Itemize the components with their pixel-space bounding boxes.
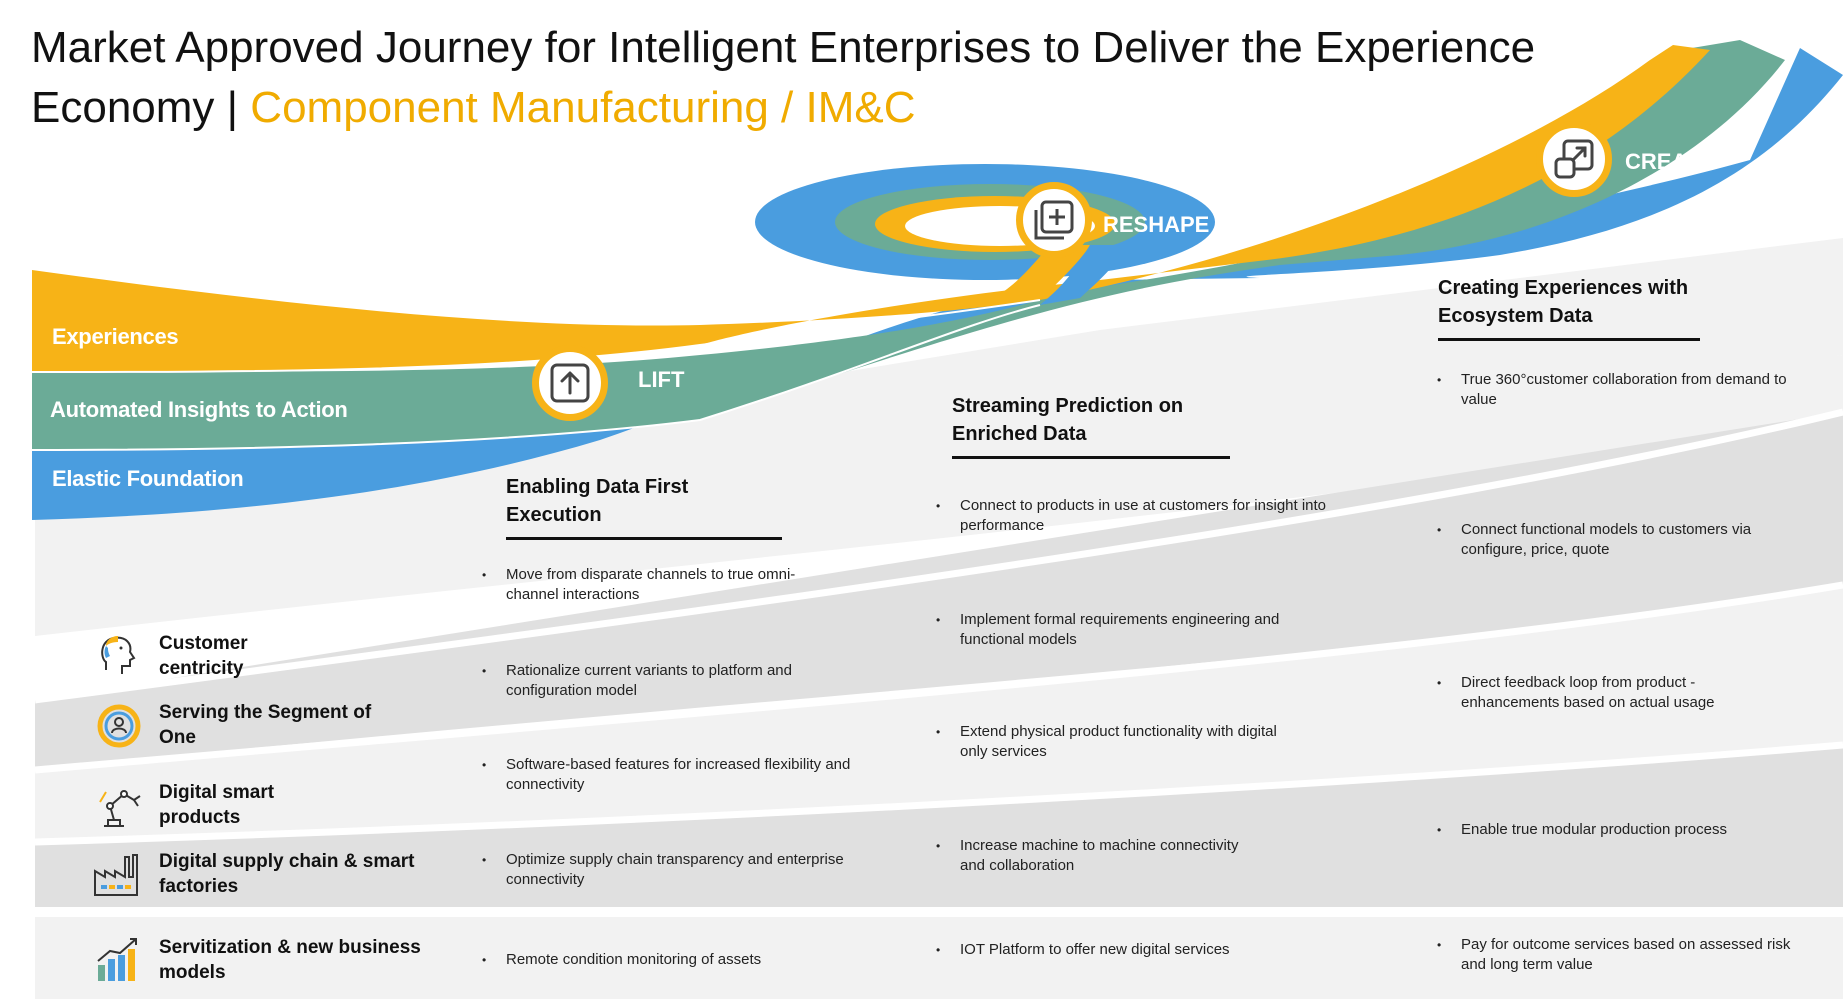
bar-chart-growth-icon (94, 935, 144, 985)
factory-icon (93, 849, 143, 899)
person-circle-icon (96, 703, 146, 753)
head-profile-icon (94, 630, 144, 680)
category-customer-centricity: Customer centricity (159, 633, 248, 679)
phase-heading-lift: Enabling Data First Execution (506, 473, 782, 540)
category-digital-supply-chain: Digital supply chain & smart factories (159, 851, 415, 897)
phase-heading-create: Creating Experiences with Ecosystem Data (1438, 274, 1700, 341)
arrow-up-box-icon (550, 363, 590, 403)
create-stage-icon (1536, 121, 1612, 197)
bullet-lift-2: Rationalize current variants to platform… (478, 661, 826, 701)
elastic-foundation-ribbon (32, 48, 1843, 520)
bullet-create-1: True 360°customer collaboration from dem… (1433, 370, 1791, 410)
page-title: Market Approved Journey for Intelligent … (31, 23, 1536, 132)
category-digital-smart-products: Digital smart products (159, 782, 275, 828)
bullet-reshape-4: Increase machine to machine connectivity… (932, 836, 1260, 876)
page-title-highlight: Component Manufacturing / IM&C (250, 83, 916, 132)
bullet-reshape-3: Extend physical product functionality wi… (932, 722, 1300, 762)
reshape-stage-icon (1016, 182, 1092, 258)
bullet-lift-1: Move from disparate channels to true omn… (478, 565, 846, 605)
experiences-ribbon (32, 45, 1710, 372)
bullet-reshape-1: Connect to products in use at customers … (932, 496, 1380, 536)
reshape-stage-label: RESHAPE (1103, 212, 1210, 237)
bullet-create-5: Pay for outcome services based on assess… (1433, 935, 1801, 975)
expand-arrow-icon (1554, 139, 1594, 179)
bullet-create-2: Connect functional models to customers v… (1433, 520, 1801, 560)
plus-copy-icon (1034, 200, 1074, 240)
layer-label-elastic-foundation: Elastic Foundation (52, 466, 244, 491)
category-servitization: Servitization & new business models (159, 937, 421, 983)
automated-insights-ribbon (32, 40, 1785, 450)
category-segment-of-one: Serving the Segment of One (159, 702, 372, 748)
create-stage-label: CREATE (1625, 149, 1714, 174)
layer-label-automated-insights: Automated Insights to Action (50, 397, 348, 422)
bullet-lift-4: Optimize supply chain transparency and e… (478, 850, 886, 890)
bullet-create-3: Direct feedback loop from product - enha… (1433, 673, 1791, 713)
phase-heading-reshape: Streaming Prediction on Enriched Data (952, 392, 1230, 459)
lift-stage-icon (532, 345, 608, 421)
robot-arm-icon (96, 780, 146, 830)
bullet-lift-5: Remote condition monitoring of assets (478, 950, 886, 970)
layer-label-experiences: Experiences (52, 324, 179, 349)
bullet-lift-3: Software-based features for increased fl… (478, 755, 886, 795)
bullet-create-4: Enable true modular production process (1433, 820, 1761, 840)
bullet-reshape-5: IOT Platform to offer new digital servic… (932, 940, 1260, 960)
lift-stage-label: LIFT (638, 367, 685, 392)
bullet-reshape-2: Implement formal requirements engineerin… (932, 610, 1320, 650)
